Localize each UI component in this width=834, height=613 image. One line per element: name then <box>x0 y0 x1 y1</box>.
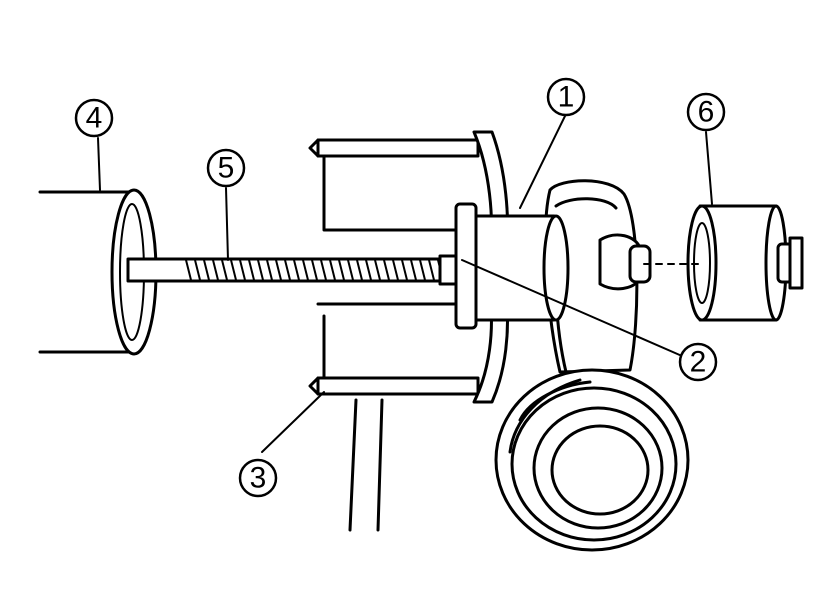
thread-mark <box>266 259 273 281</box>
thread-mark <box>401 259 408 281</box>
threaded-rod <box>126 254 462 286</box>
callout-1-label: 1 <box>558 81 575 114</box>
thread-mark <box>203 259 210 281</box>
callout-5-label: 5 <box>218 152 235 185</box>
thread-mark <box>356 259 363 281</box>
thread-mark <box>293 259 300 281</box>
thread-mark <box>329 259 336 281</box>
callout-5: 5 <box>206 148 246 188</box>
thread-mark <box>302 259 309 281</box>
thread-mark <box>428 259 435 281</box>
thread-mark <box>248 259 255 281</box>
thread-mark <box>392 259 399 281</box>
thread-mark <box>383 259 390 281</box>
callout-1: 1 <box>546 77 586 117</box>
leader-lines <box>97 113 713 453</box>
callout-6: 6 <box>686 92 726 132</box>
thrust-washer <box>454 202 478 330</box>
press-adapter <box>472 214 570 322</box>
thread-mark <box>410 259 417 281</box>
callout-4: 4 <box>74 98 114 138</box>
bushing <box>686 204 804 322</box>
callout-3: 3 <box>238 458 278 498</box>
thread-mark <box>374 259 381 281</box>
callout-2-label: 2 <box>690 346 707 379</box>
thread-mark <box>185 259 192 281</box>
callout-3-label: 3 <box>250 462 267 495</box>
thread-mark <box>257 259 264 281</box>
thread-mark <box>275 259 282 281</box>
thread-mark <box>284 259 291 281</box>
thread-mark <box>239 259 246 281</box>
callout-2: 2 <box>678 342 718 382</box>
thread-mark <box>212 259 219 281</box>
thread-mark <box>311 259 318 281</box>
thread-mark <box>338 259 345 281</box>
thread-mark <box>419 259 426 281</box>
callout-4-label: 4 <box>86 102 103 135</box>
thread-mark <box>194 259 201 281</box>
thread-mark <box>320 259 327 281</box>
thread-mark <box>221 259 228 281</box>
thread-mark <box>365 259 372 281</box>
callout-6-label: 6 <box>698 96 715 129</box>
remover-cylinder <box>308 130 509 404</box>
thread-mark <box>230 259 237 281</box>
thread-mark <box>347 259 354 281</box>
